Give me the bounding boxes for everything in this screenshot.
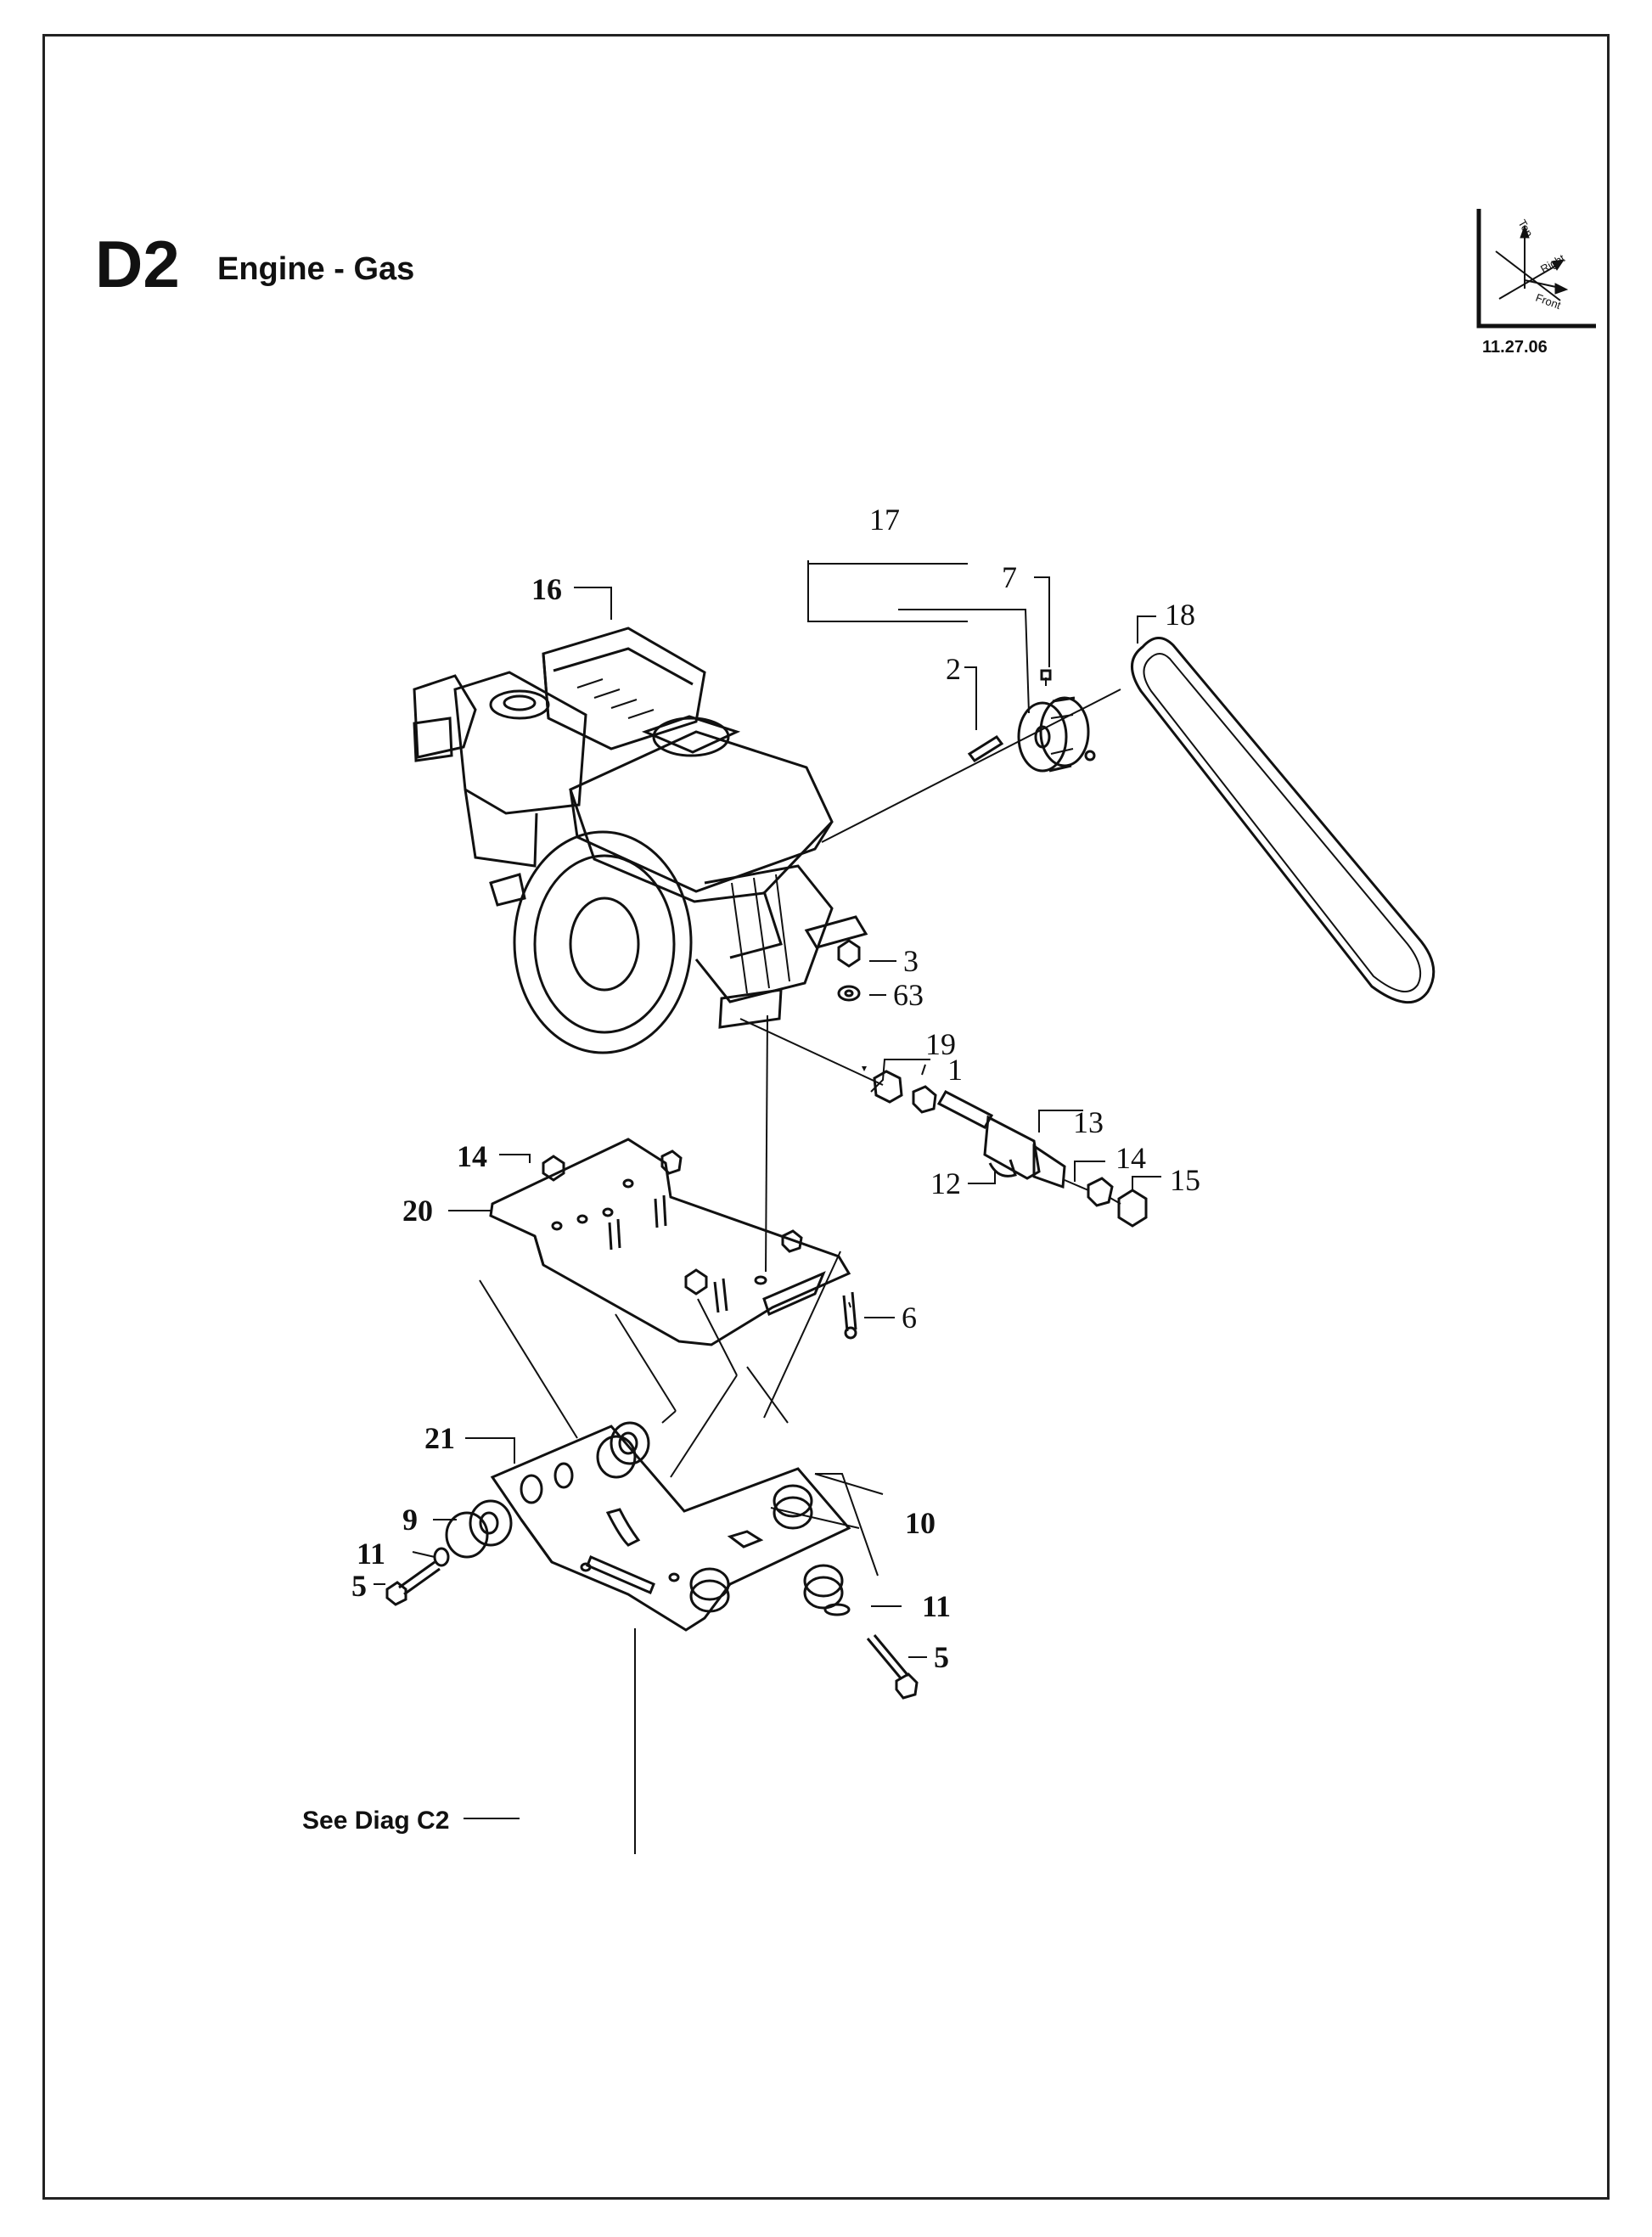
- key-part: [967, 734, 1004, 763]
- pulley-part: [1017, 669, 1096, 773]
- callout-17: 17: [869, 503, 900, 537]
- callout-13: 13: [1073, 1105, 1104, 1139]
- lower-bracket: [490, 1425, 851, 1632]
- callout-3: 3: [903, 944, 919, 978]
- axis-right-label: Right: [1538, 251, 1567, 275]
- axis-front-label: Front: [1534, 291, 1563, 312]
- callout-9: 9: [402, 1503, 418, 1537]
- engine-mount-plate: [489, 1138, 857, 1346]
- callout-20: 20: [402, 1194, 433, 1228]
- callout-19: 19: [925, 1027, 956, 1061]
- callout-18: 18: [1165, 598, 1195, 632]
- callout-leaders: [374, 560, 1161, 1819]
- section-code: D2: [95, 227, 180, 301]
- see-diagram-reference: See Diag C2: [302, 1807, 450, 1835]
- rubber-mounts: [445, 1421, 884, 1613]
- callout-10: 10: [905, 1506, 936, 1540]
- diagram-date: 11.27.06: [1482, 338, 1548, 357]
- nut-and-washer: [837, 939, 861, 1002]
- callout-14-right: 14: [1115, 1141, 1146, 1175]
- assembly-guide-lines: [479, 1015, 851, 1854]
- callout-2: 2: [946, 652, 961, 686]
- belt-part: [1131, 637, 1436, 1003]
- callout-16: 16: [531, 572, 562, 606]
- callout-5-left: 5: [351, 1569, 367, 1603]
- bolts-and-washers: [385, 1547, 919, 1700]
- axis-top-label: Top: [1515, 217, 1535, 239]
- engine-assembly: [413, 627, 868, 1054]
- callout-15: 15: [1170, 1163, 1200, 1197]
- callout-21: 21: [424, 1421, 455, 1455]
- callout-7: 7: [1002, 560, 1017, 594]
- page-frame: [42, 34, 1610, 2200]
- callout-63: 63: [893, 978, 924, 1012]
- callout-5-right: 5: [934, 1640, 949, 1674]
- callout-11-left: 11: [357, 1537, 385, 1571]
- callout-14-left: 14: [457, 1139, 487, 1173]
- callout-1: 1: [947, 1053, 963, 1087]
- throttle-cable-assembly: [739, 1018, 1148, 1228]
- section-title: Engine - Gas: [217, 251, 415, 287]
- orientation-compass-icon: [1476, 209, 1596, 329]
- callout-6: 6: [902, 1301, 917, 1335]
- callout-11-right: 11: [922, 1589, 951, 1623]
- callout-12: 12: [930, 1166, 961, 1200]
